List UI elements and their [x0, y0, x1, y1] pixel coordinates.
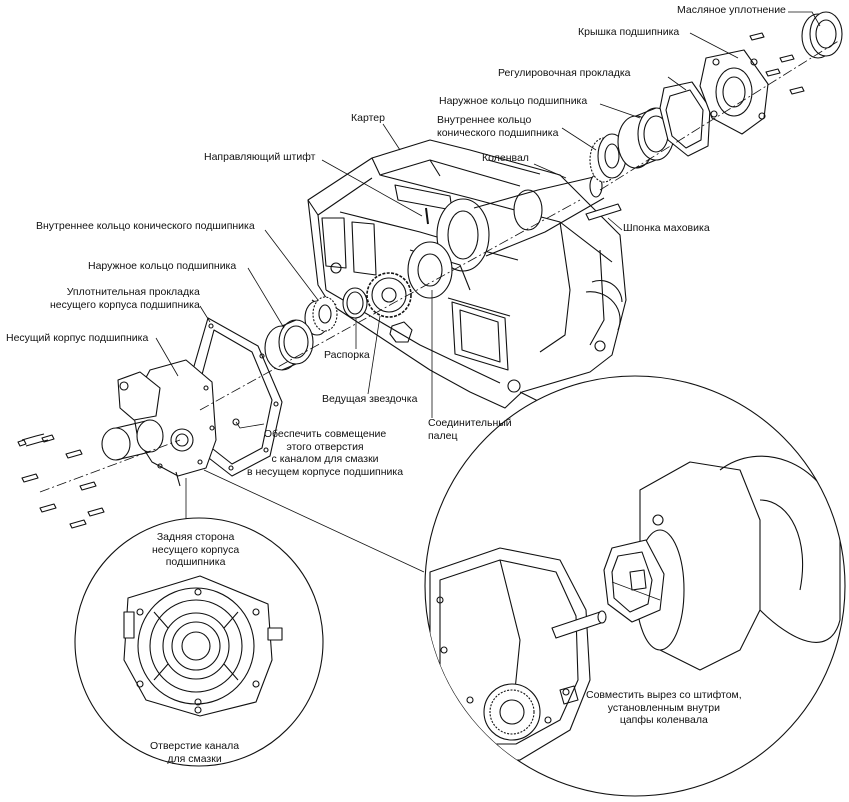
bearing-cover-part [699, 49, 769, 135]
label-spacer: Распорка [324, 349, 370, 361]
label-carrier-housing: Несущий корпус подшипника [6, 332, 149, 344]
label-flywheel-key: Шпонка маховика [623, 222, 710, 234]
back-side-detail-drawing [123, 575, 283, 717]
carrier-bolts [17, 433, 105, 529]
label-guide-pin: Направляющий штифт [204, 151, 316, 163]
crank-journal-detail-drawing [429, 455, 841, 761]
label-align-notch: Совместить вырез со штифтом, установленн… [586, 689, 742, 726]
label-drive-sprocket: Ведущая звездочка [322, 393, 418, 405]
label-inner-ring-top: Внутреннее кольцо конического подшипника [437, 114, 559, 139]
bearing-outer-ring-left [264, 319, 314, 371]
label-oil-seal: Масляное уплотнение [677, 4, 786, 16]
label-crankshaft: Коленвал [482, 152, 529, 164]
label-bearing-cover: Крышка подшипника [578, 26, 680, 38]
label-inner-ring-left: Внутреннее кольцо конического подшипника [36, 220, 255, 232]
adjust-shim-part [659, 81, 711, 157]
label-adjust-shim: Регулировочная прокладка [498, 67, 631, 79]
crankcase-part [307, 139, 627, 409]
label-align-hole: Обеспечить совмещение этого отверстия с … [247, 428, 404, 478]
spacer-part [342, 287, 368, 319]
label-housing: Картер [351, 112, 385, 124]
leader-lines [155, 11, 821, 739]
cover-bolts [749, 32, 805, 95]
label-back-side: Задняя сторона несущего корпуса подшипни… [152, 531, 240, 568]
flywheel-key-part [585, 203, 622, 221]
label-gasket: Уплотнительная прокладка несущего корпус… [50, 286, 200, 311]
drive-sprocket-part [366, 272, 412, 318]
label-oil-channel-hole: Отверстие канала для смазки [150, 740, 240, 765]
label-outer-ring-top: Наружное кольцо подшипника [439, 95, 588, 107]
label-connecting-pin: Соединительный палец [428, 417, 512, 442]
label-outer-ring-left: Наружное кольцо подшипника [88, 260, 237, 272]
bearing-carrier-part [101, 359, 217, 487]
tapered-bearing-inner-left [304, 296, 338, 336]
